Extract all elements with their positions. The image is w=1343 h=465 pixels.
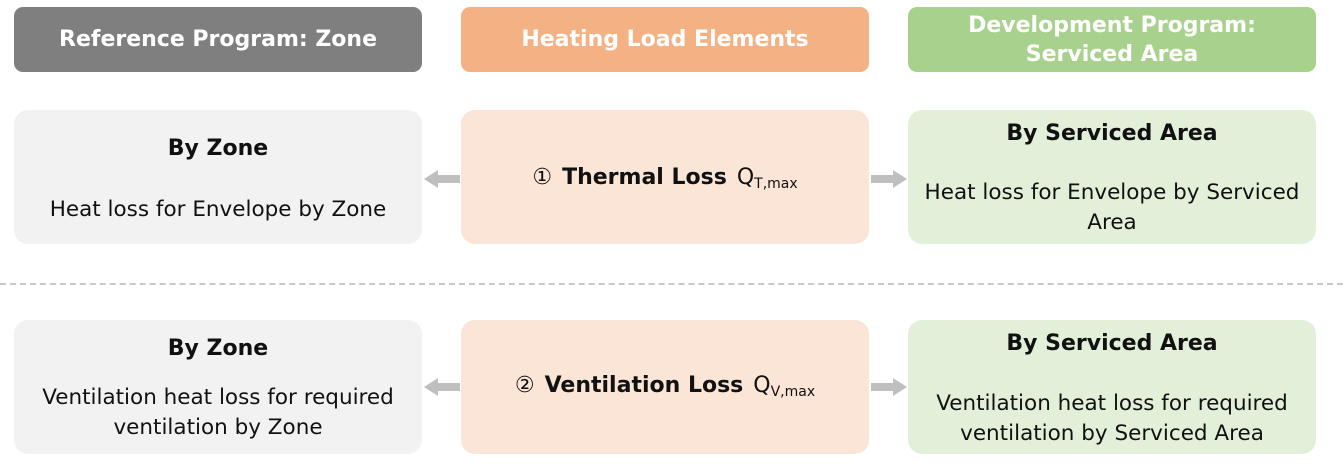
- header-heating-load-elements: Heating Load Elements: [461, 7, 869, 72]
- header-development-line2: Serviced Area: [1025, 41, 1199, 67]
- row2-heating-subscript: V,max: [770, 384, 816, 400]
- row2-heating-line: ② Ventilation Loss QV,max: [461, 373, 869, 400]
- row2-right-arrow-icon: [871, 378, 907, 396]
- header-reference-program: Reference Program: Zone: [14, 7, 422, 72]
- row2-heating-number: ②: [514, 373, 535, 398]
- row1-development-box: By Serviced Area Heat loss for Envelope …: [908, 110, 1316, 244]
- header-reference-label: Reference Program: Zone: [59, 27, 377, 52]
- row1-reference-desc: Heat loss for Envelope by Zone: [49, 197, 387, 222]
- row2-left-arrow-icon: [424, 378, 460, 396]
- row2-reference-desc-line1: Ventilation heat loss for required: [42, 385, 394, 410]
- row1-heating-box: ① Thermal Loss QT,max: [461, 110, 869, 244]
- row2-reference-desc: Ventilation heat loss for required venti…: [14, 383, 422, 443]
- row1-development-desc-line1: Heat loss for Envelope by Serviced: [924, 180, 1300, 205]
- row2-heating-symbol: QV,max: [753, 373, 816, 400]
- row1-heating-label: Thermal Loss: [562, 165, 727, 190]
- row2-reference-title: By Zone: [167, 336, 269, 361]
- row2-development-box: By Serviced Area Ventilation heat loss f…: [908, 320, 1316, 454]
- row1-development-title: By Serviced Area: [1006, 121, 1218, 146]
- row1-heating-number: ①: [532, 165, 553, 190]
- row2-heating-label: Ventilation Loss: [544, 373, 744, 398]
- header-heating-label: Heating Load Elements: [521, 27, 809, 52]
- header-development-line1: Development Program:: [968, 12, 1256, 38]
- row1-heating-line: ① Thermal Loss QT,max: [461, 165, 869, 192]
- row1-heating-symbol: QT,max: [736, 165, 798, 192]
- row1-reference-title: By Zone: [167, 136, 269, 161]
- row1-development-desc-line2: Area: [1087, 210, 1137, 235]
- row2-heating-box: ② Ventilation Loss QV,max: [461, 320, 869, 454]
- row1-heating-subscript: T,max: [754, 176, 798, 192]
- row1-right-arrow-icon: [871, 170, 907, 188]
- row1-development-desc: Heat loss for Envelope by Serviced Area: [908, 178, 1316, 238]
- row2-reference-desc-line2: ventilation by Zone: [113, 415, 323, 440]
- row2-development-title: By Serviced Area: [1006, 331, 1218, 356]
- row2-development-desc-line1: Ventilation heat loss for required: [936, 391, 1288, 416]
- row2-development-desc: Ventilation heat loss for required venti…: [908, 389, 1316, 449]
- row1-reference-box: By Zone Heat loss for Envelope by Zone: [14, 110, 422, 244]
- row-divider: [0, 283, 1343, 285]
- row1-left-arrow-icon: [424, 170, 460, 188]
- row2-development-desc-line2: ventilation by Serviced Area: [960, 421, 1264, 446]
- header-development-program: Development Program: Serviced Area: [908, 7, 1316, 72]
- row2-reference-box: By Zone Ventilation heat loss for requir…: [14, 320, 422, 454]
